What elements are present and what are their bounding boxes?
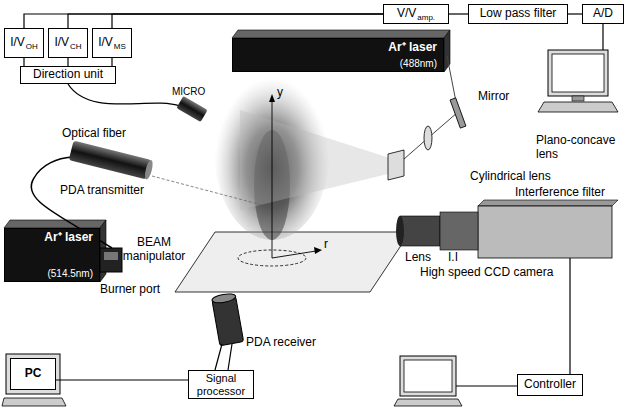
pc-keyboard — [394, 399, 462, 406]
part-label: Optical fiber — [62, 127, 126, 141]
cylindrical-lens — [388, 150, 404, 180]
receiver-cable — [215, 344, 232, 370]
image-intensifier — [440, 212, 478, 250]
node-subtext: (514.5nm) — [47, 268, 93, 280]
amplifier-box: I/VCH — [48, 28, 88, 58]
node-text: I/V — [98, 36, 113, 50]
signal-wire — [23, 58, 24, 66]
mirror — [450, 98, 466, 128]
part-label: Cylindrical lens — [470, 170, 551, 184]
receiver-lens — [211, 292, 236, 304]
axis-label: y — [277, 86, 283, 100]
pc-keyboard — [538, 102, 618, 112]
pc-monitor — [6, 354, 60, 394]
pc-monitor — [400, 356, 456, 396]
part-label: I.I — [448, 251, 458, 265]
pda-transmitter — [69, 141, 154, 180]
pc-keyboard — [2, 398, 66, 406]
pda-beam — [152, 176, 262, 205]
part-label: High speed CCD camera — [420, 266, 553, 280]
controller-cable — [456, 385, 517, 386]
node-text: I/V — [54, 36, 69, 50]
plano-concave-lens — [424, 126, 432, 150]
laser-top-face — [232, 30, 450, 38]
laser-body: Ar⁺ laser (514.5nm) — [4, 228, 100, 282]
transmitter-body — [69, 141, 151, 180]
node-text: V/V — [397, 7, 416, 21]
axis-label: r — [324, 238, 328, 252]
node-text: Low pass filter — [480, 7, 557, 21]
pc-monitor — [548, 50, 608, 96]
part-label: Mirror — [478, 90, 509, 104]
part-label: Lens — [405, 251, 431, 265]
signal-wire — [56, 379, 188, 380]
signal-wire — [111, 58, 112, 66]
pc-screen — [552, 54, 604, 92]
filter-box: Low pass filter — [468, 4, 568, 24]
part-label: Burner port — [100, 283, 160, 297]
signal-wire — [68, 14, 383, 28]
receiver-body — [212, 296, 244, 345]
node-subtext: (488nm) — [400, 58, 437, 70]
micro-probe — [176, 96, 207, 122]
part-label: Plano-concave lens — [536, 134, 620, 162]
process-box: Direction unit — [20, 66, 116, 84]
pc-stand — [572, 96, 584, 101]
y-axis — [272, 100, 273, 258]
pc-screen: PC — [10, 358, 56, 390]
node-subtext: CH — [70, 42, 82, 51]
node-text: Ar⁺ laser — [388, 41, 437, 55]
amplifier-box: I/VOH — [4, 28, 44, 58]
part-label: PDA receiver — [246, 336, 316, 350]
camera-top-face — [478, 200, 618, 206]
node-text: Signal processor — [192, 372, 250, 397]
axis-head — [269, 94, 275, 102]
process-box: Controller — [517, 374, 583, 396]
node-text: PC — [25, 367, 42, 381]
camera-lens — [400, 216, 440, 246]
pda-receiver — [211, 292, 243, 345]
micro-cable — [68, 84, 180, 106]
signal-wire — [112, 14, 383, 28]
pc-cable — [602, 24, 603, 50]
burner-plane — [175, 232, 410, 292]
amplifier-box: I/VMS — [92, 28, 132, 58]
signal-wire — [67, 58, 68, 66]
signal-wire — [449, 13, 468, 14]
laser-sheet — [240, 110, 396, 210]
signal-wire — [568, 13, 582, 14]
node-subtext: MS — [114, 42, 126, 51]
pc-screen — [404, 360, 452, 392]
manipulator-detail — [104, 252, 118, 260]
node-text: Controller — [524, 378, 576, 392]
node-text: A/D — [593, 7, 613, 21]
part-label: MICRO — [172, 86, 205, 98]
transmitter-lens — [143, 159, 154, 180]
node-subtext: amp. — [417, 13, 435, 22]
camera-cable — [569, 258, 570, 374]
node-text: Ar⁺ laser — [44, 231, 93, 245]
ccd-camera — [478, 206, 612, 258]
r-axis — [272, 251, 316, 258]
laser-body: Ar⁺ laser (488nm) — [232, 38, 444, 72]
signal-wire — [24, 14, 383, 28]
converter-box: A/D — [582, 4, 624, 24]
beam-manipulator — [100, 248, 122, 272]
part-label: Interference filter — [515, 186, 605, 200]
laser-top-face — [4, 220, 106, 228]
laser-beam — [396, 56, 458, 166]
process-box: Signal processor — [188, 370, 254, 399]
part-label: BEAM manipulator — [122, 236, 186, 264]
node-subtext: OH — [26, 42, 38, 51]
node-text: I/V — [10, 36, 25, 50]
lens-front — [396, 216, 404, 246]
part-label: PDA transmitter — [60, 184, 144, 198]
node-text: Direction unit — [33, 68, 103, 82]
axis-head — [314, 247, 322, 254]
amplifier-box: V/Vamp. — [383, 4, 449, 24]
